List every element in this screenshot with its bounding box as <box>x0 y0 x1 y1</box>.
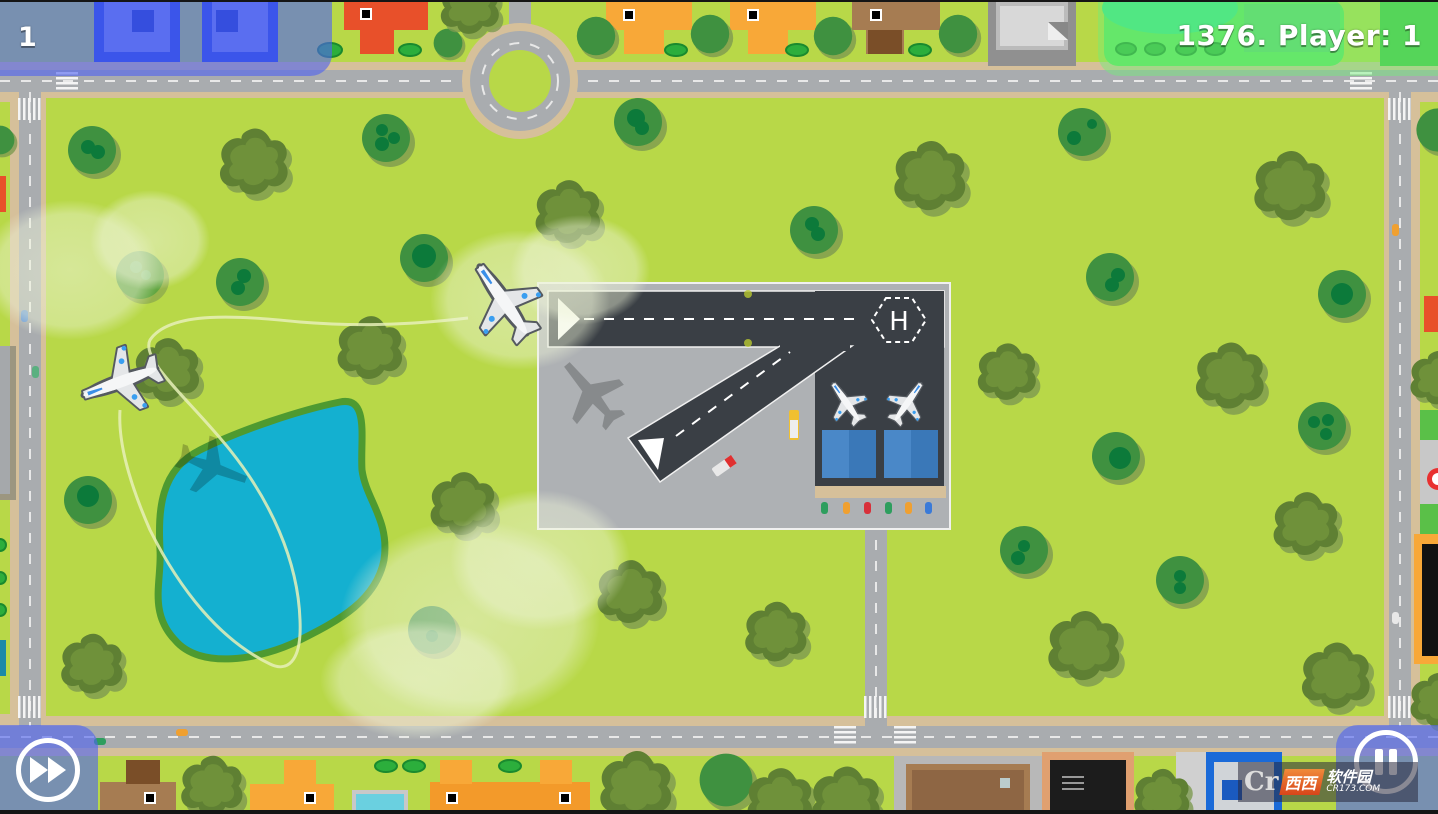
park-trees-right <box>894 108 1375 715</box>
hud-zone-top-left <box>0 0 332 76</box>
bottom-buildings <box>100 750 1282 814</box>
score-display: 1376. Player: 1 <box>1176 19 1422 52</box>
diagonal-runway[interactable] <box>626 345 855 484</box>
bottom-border <box>0 810 1438 814</box>
roundabout <box>462 0 578 139</box>
watermark-url: CR173.COM <box>1326 784 1381 794</box>
runway-arrow-icon-2 <box>638 438 664 470</box>
fire-truck[interactable] <box>711 455 737 477</box>
helipad-label: H <box>889 307 909 337</box>
watermark-logo: Cr <box>1244 767 1279 797</box>
hud-zone-top-right <box>1098 0 1438 76</box>
parking-lot <box>821 502 932 514</box>
watermark: Cr 西西 软件园 CR173.COM <box>1238 762 1418 802</box>
fast-forward-button[interactable] <box>16 738 80 802</box>
watermark-cn-text: 软件园 <box>1326 768 1372 786</box>
level-indicator: 1 <box>18 22 38 53</box>
helipad[interactable] <box>870 297 928 343</box>
fast-forward-icon <box>30 757 66 783</box>
edge-buildings <box>0 108 1438 732</box>
clouds <box>0 190 650 740</box>
watermark-brand: 西西 <box>1279 769 1326 795</box>
flight-path <box>118 315 469 669</box>
top-border <box>0 0 1438 2</box>
top-shrubs <box>317 0 1226 61</box>
fuel-truck[interactable] <box>789 410 799 440</box>
airport[interactable]: H <box>537 282 951 530</box>
